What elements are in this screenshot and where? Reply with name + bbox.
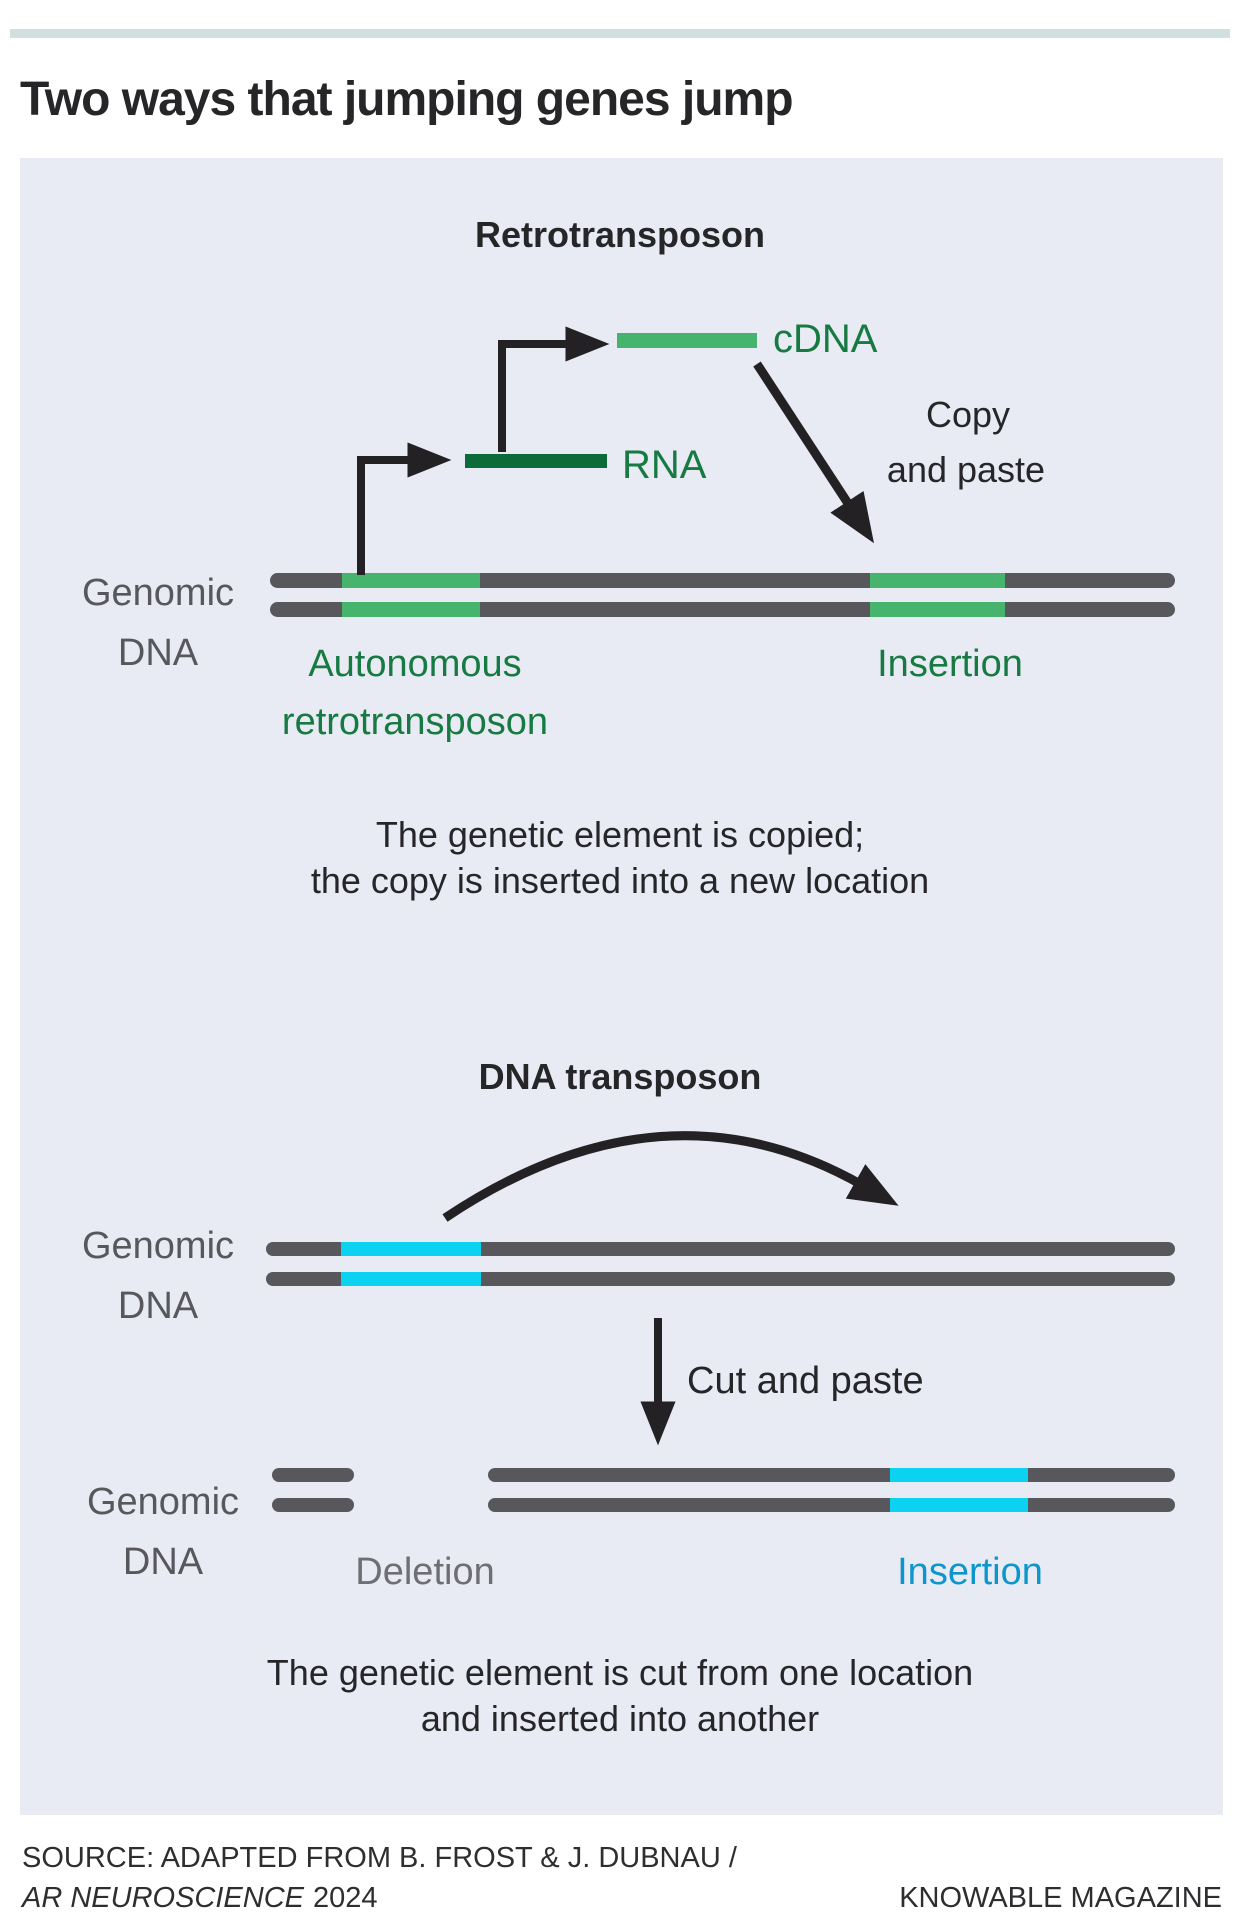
copy-paste-label-line1: Copy xyxy=(925,394,1011,435)
genomic-dna-strand xyxy=(270,573,1175,588)
diagram-panel xyxy=(20,158,1223,1815)
dna-transposon-section-title: DNA transposon xyxy=(478,1056,762,1097)
autonomous-label-line2: retrotransposon xyxy=(281,701,549,743)
publisher-credit: KNOWABLE MAGAZINE xyxy=(899,1882,1222,1914)
rna-label: RNA xyxy=(622,443,707,487)
deletion-fragment-strand xyxy=(272,1498,354,1512)
transposon-caption-line2: and inserted into another xyxy=(420,1698,820,1739)
genomic-dna-strand xyxy=(270,602,1175,617)
genomic-dna3-label-line1: Genomic xyxy=(86,1481,240,1523)
deletion-label: Deletion xyxy=(355,1551,495,1593)
genomic-dna-strand xyxy=(266,1242,1175,1256)
transposon-insertion-label: Insertion xyxy=(897,1551,1043,1593)
cdna-bar xyxy=(617,333,757,348)
dna-transposon-segment xyxy=(341,1272,481,1286)
genomic-dna2-label-line2: DNA xyxy=(117,1285,199,1327)
source-attribution-line1: SOURCE: ADAPTED FROM B. FROST & J. DUBNA… xyxy=(22,1842,737,1874)
cut-paste-label: Cut and paste xyxy=(687,1360,924,1402)
dna-transposon-segment xyxy=(341,1242,481,1256)
genomic-dna3-label-line2: DNA xyxy=(122,1541,204,1583)
insertion-segment xyxy=(870,602,1005,617)
insertion-segment xyxy=(890,1498,1028,1512)
rna-bar xyxy=(465,454,607,468)
genomic-dna-strand xyxy=(488,1468,1175,1482)
genomic-dna-strand xyxy=(266,1272,1175,1286)
source-attribution-line2: AR NEUROSCIENCE 2024 xyxy=(22,1884,378,1913)
copy-paste-label-line2: and paste xyxy=(886,449,1046,490)
retrotransposon-segment xyxy=(342,602,480,617)
source-year: 2024 xyxy=(313,1882,378,1914)
genomic-dna-label-line2: DNA xyxy=(117,632,199,674)
insertion-segment xyxy=(870,573,1005,588)
cdna-label: cDNA xyxy=(773,317,878,361)
genomic-dna-strand xyxy=(488,1498,1175,1512)
retro-caption-line2: the copy is inserted into a new location xyxy=(310,860,930,901)
genomic-dna2-label-line1: Genomic xyxy=(81,1225,235,1267)
deletion-fragment-strand xyxy=(272,1468,354,1482)
page-title: Two ways that jumping genes jump xyxy=(20,73,794,126)
autonomous-label-line1: Autonomous xyxy=(308,643,522,685)
transposon-caption-line1: The genetic element is cut from one loca… xyxy=(266,1652,974,1693)
top-accent-bar xyxy=(10,29,1230,38)
source-journal: AR NEUROSCIENCE xyxy=(22,1882,304,1914)
retrotransposon-segment xyxy=(342,573,480,588)
retro-insertion-label: Insertion xyxy=(877,643,1023,685)
genomic-dna-label-line1: Genomic xyxy=(81,572,235,614)
insertion-segment xyxy=(890,1468,1028,1482)
retrotransposon-section-title: Retrotransposon xyxy=(474,214,766,255)
retro-caption-line1: The genetic element is copied; xyxy=(375,814,865,855)
